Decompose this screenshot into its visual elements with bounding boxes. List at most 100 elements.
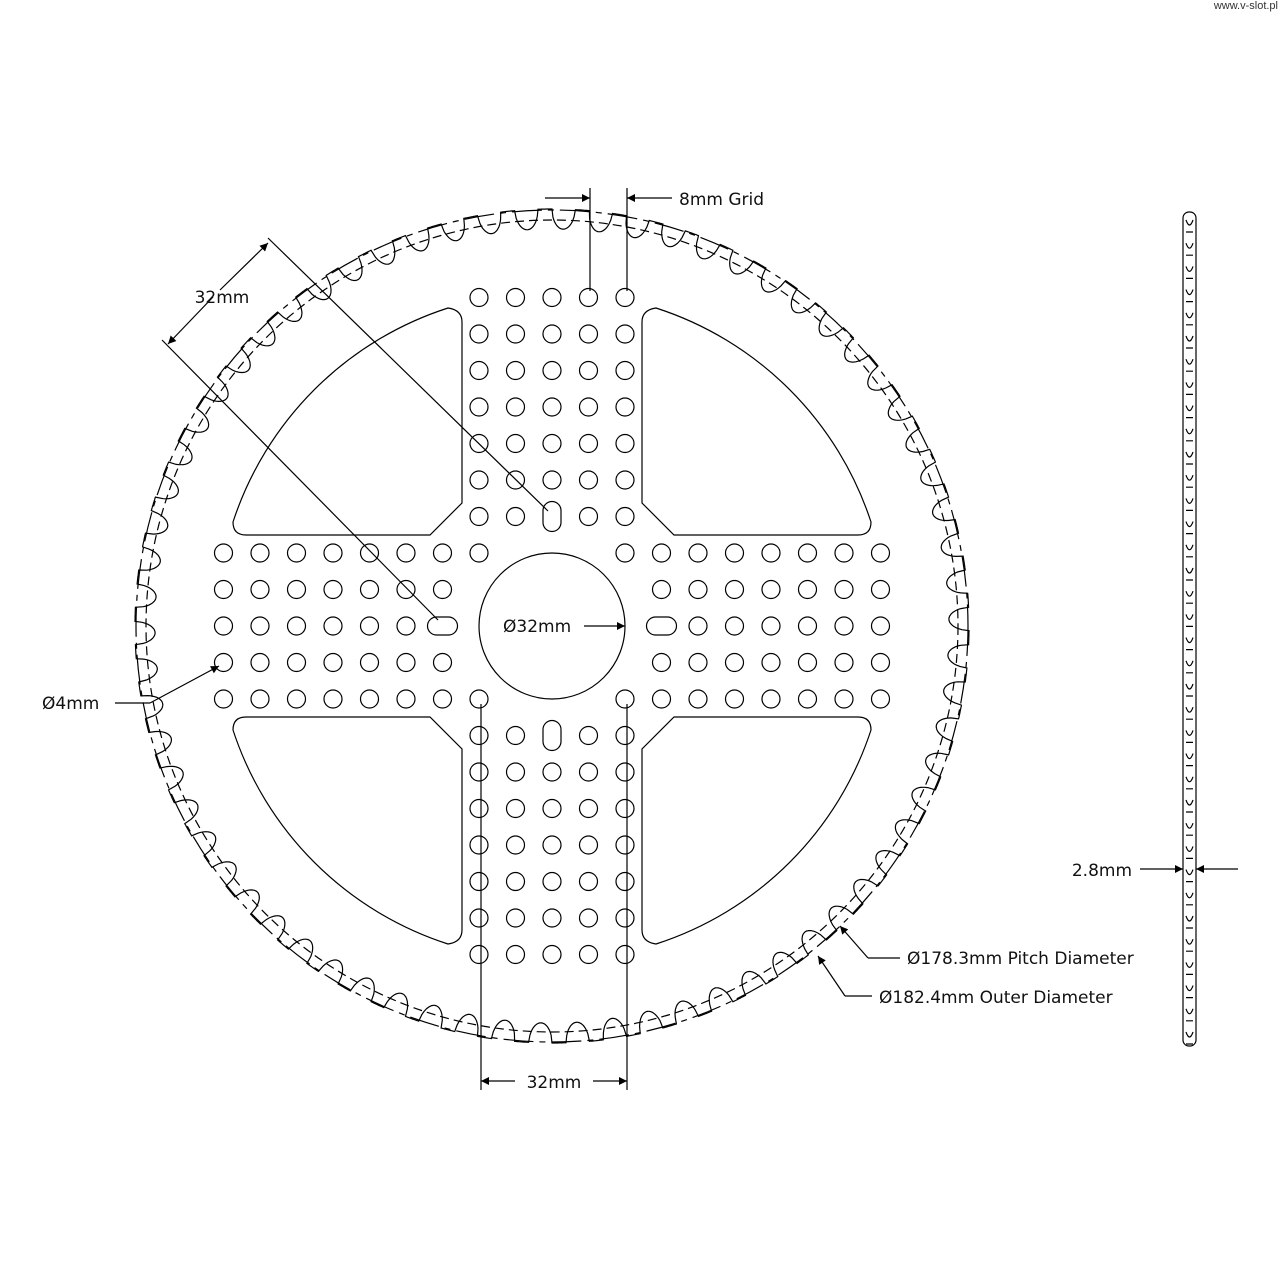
mounting-hole bbox=[542, 835, 562, 855]
mounting-hole bbox=[286, 543, 307, 563]
mounting-hole bbox=[250, 689, 270, 709]
mounting-hole bbox=[542, 397, 562, 417]
mounting-hole bbox=[724, 579, 745, 600]
mounting-hole bbox=[396, 543, 416, 563]
mounting-hole bbox=[578, 360, 599, 381]
mounting-hole bbox=[286, 652, 307, 673]
mounting-hole bbox=[542, 324, 562, 344]
dimension-32mm-bore: Ø32mm bbox=[503, 617, 625, 637]
mounting-hole bbox=[870, 579, 891, 600]
mounting-hole bbox=[870, 652, 891, 673]
side-tooth bbox=[1185, 498, 1194, 511]
thickness-label: 2.8mm bbox=[1072, 861, 1132, 881]
mounting-hole bbox=[834, 579, 854, 600]
side-tooth bbox=[1185, 799, 1194, 813]
bottom-spacing-label: 32mm bbox=[527, 1073, 582, 1093]
side-tooth bbox=[1185, 451, 1194, 465]
mounting-hole bbox=[615, 506, 635, 527]
mounting-hole bbox=[250, 543, 270, 563]
mounting-hole bbox=[651, 652, 672, 673]
mounting-hole bbox=[797, 652, 818, 673]
mounting-hole bbox=[651, 543, 672, 563]
spoke-cutout bbox=[232, 307, 463, 536]
side-tooth bbox=[1185, 962, 1194, 975]
dimension-pitch-diameter: Ø178.3mm Pitch Diameter bbox=[839, 925, 1134, 969]
mounting-hole bbox=[505, 944, 526, 965]
mounting-hole bbox=[615, 944, 635, 965]
mounting-hole bbox=[578, 835, 599, 855]
mounting-hole bbox=[250, 616, 270, 636]
mounting-hole bbox=[834, 689, 854, 709]
mounting-hole bbox=[505, 324, 526, 344]
side-tooth bbox=[1185, 474, 1194, 488]
side-tooth bbox=[1185, 428, 1194, 442]
mounting-hole bbox=[505, 871, 526, 892]
mounting-hole bbox=[578, 944, 599, 965]
dimension-32mm-diagonal: 32mm bbox=[161, 237, 549, 621]
mounting-hole bbox=[615, 762, 635, 782]
mounting-hole bbox=[323, 616, 343, 636]
mounting-hole bbox=[286, 616, 307, 636]
mounting-hole bbox=[724, 616, 745, 636]
mounting-hole bbox=[615, 360, 635, 381]
side-tooth bbox=[1185, 358, 1194, 372]
mounting-hole bbox=[359, 579, 380, 600]
mounting-hole bbox=[724, 689, 745, 709]
mounting-hole bbox=[505, 506, 526, 527]
mounting-hole bbox=[578, 762, 599, 782]
mounting-hole bbox=[505, 835, 526, 855]
mounting-hole bbox=[542, 433, 562, 454]
mounting-hole bbox=[396, 652, 416, 673]
mounting-hole bbox=[578, 871, 599, 892]
mounting-hole bbox=[797, 616, 818, 636]
side-tooth bbox=[1185, 985, 1194, 999]
mounting-hole bbox=[724, 543, 745, 563]
mounting-hole bbox=[834, 652, 854, 673]
mounting-hole bbox=[505, 397, 526, 417]
mounting-hole bbox=[469, 798, 489, 819]
mounting-hole bbox=[505, 725, 526, 746]
mounting-hole bbox=[323, 652, 343, 673]
mounting-hole bbox=[615, 397, 635, 417]
mounting-hole bbox=[615, 543, 635, 563]
side-tooth bbox=[1185, 822, 1194, 836]
mounting-hole bbox=[542, 287, 562, 308]
mounting-hole bbox=[505, 470, 526, 490]
mounting-hole bbox=[505, 433, 526, 454]
mounting-hole bbox=[469, 324, 489, 344]
mounting-hole bbox=[432, 652, 453, 673]
mounting-hole bbox=[469, 944, 489, 965]
mounting-hole bbox=[432, 579, 453, 600]
mounting-hole bbox=[578, 470, 599, 490]
mounting-hole bbox=[651, 579, 672, 600]
grid-label: 8mm Grid bbox=[679, 190, 764, 210]
mounting-hole bbox=[505, 287, 526, 308]
dimension-4mm-hole: Ø4mm bbox=[42, 665, 220, 714]
mounting-hole bbox=[542, 944, 562, 965]
side-tooth bbox=[1185, 660, 1194, 674]
mounting-hole bbox=[578, 506, 599, 527]
mounting-hole bbox=[761, 616, 781, 636]
mounting-hole bbox=[469, 689, 489, 709]
mounting-hole bbox=[469, 908, 489, 928]
mounting-hole bbox=[469, 725, 489, 746]
mounting-hole bbox=[432, 543, 453, 563]
front-view bbox=[134, 208, 970, 1044]
mounting-hole bbox=[688, 689, 708, 709]
mounting-hole bbox=[432, 689, 453, 709]
mounting-hole bbox=[870, 543, 891, 563]
side-tooth bbox=[1185, 544, 1194, 558]
mounting-hole bbox=[761, 579, 781, 600]
side-tooth bbox=[1185, 335, 1194, 349]
side-tooth bbox=[1185, 846, 1194, 859]
side-tooth bbox=[1185, 683, 1194, 697]
mounting-hole bbox=[286, 689, 307, 709]
mounting-hole bbox=[542, 360, 562, 381]
mounting-hole bbox=[797, 543, 818, 563]
side-tooth bbox=[1185, 1008, 1194, 1022]
mounting-hole bbox=[870, 616, 891, 636]
side-tooth bbox=[1185, 776, 1194, 790]
side-tooth bbox=[1185, 567, 1194, 581]
mounting-hole bbox=[578, 725, 599, 746]
